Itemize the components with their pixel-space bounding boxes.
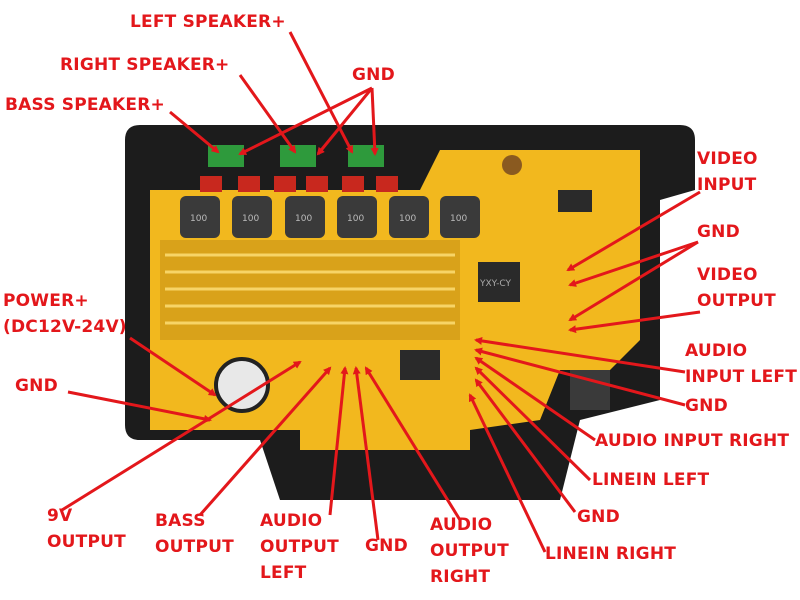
pointer-arrow bbox=[316, 87, 374, 156]
inductor-label: 100 bbox=[399, 214, 416, 224]
heatsink bbox=[160, 240, 460, 340]
pointer-arrow bbox=[328, 366, 349, 516]
pointer-arrow bbox=[238, 86, 373, 156]
inductor bbox=[337, 196, 377, 238]
pointer-arrow bbox=[568, 310, 701, 334]
pointer-arrow bbox=[474, 378, 577, 513]
inductor-label: 100 bbox=[347, 214, 364, 224]
label-audio-input-right: AUDIO INPUT RIGHT bbox=[595, 431, 790, 451]
label-gnd-bottom: GND bbox=[365, 536, 408, 556]
label-gnd-audio-in: GND bbox=[685, 396, 728, 416]
pointer-arrow bbox=[474, 366, 592, 482]
electrolytic-capacitor bbox=[214, 357, 270, 413]
inductor bbox=[440, 196, 480, 238]
pointer-arrow bbox=[568, 240, 699, 322]
main-chip bbox=[478, 262, 520, 302]
label-gnd-left: GND bbox=[15, 376, 58, 396]
pointer-arrow bbox=[238, 74, 297, 154]
pointer-arrow bbox=[67, 390, 212, 423]
pointer-arrow bbox=[566, 190, 701, 272]
label-gnd-top: GND bbox=[352, 65, 395, 85]
label-bass-speaker: BASS SPEAKER+ bbox=[5, 95, 165, 115]
chip-label: YXY-CY bbox=[479, 279, 511, 289]
inductor bbox=[180, 196, 220, 238]
pointer-arrow bbox=[61, 360, 302, 512]
capacitors-red bbox=[200, 176, 398, 192]
pointer-arrow bbox=[129, 336, 217, 397]
pointer-arrow bbox=[474, 336, 686, 374]
pointer-arrow bbox=[370, 87, 379, 156]
pointer-arrow bbox=[288, 31, 354, 154]
label-power: POWER+(DC12V-24V) bbox=[3, 291, 127, 337]
pointer-arrow bbox=[169, 110, 220, 154]
inductor bbox=[389, 196, 429, 238]
label-right-speaker: RIGHT SPEAKER+ bbox=[60, 55, 230, 75]
pointer-arrow bbox=[468, 393, 547, 553]
inductor-label: 100 bbox=[190, 214, 207, 224]
label-linein-right: LINEIN RIGHT bbox=[545, 544, 677, 564]
label-linein-left: LINEIN LEFT bbox=[592, 470, 710, 490]
inductor-label: 100 bbox=[295, 214, 312, 224]
inductor bbox=[285, 196, 325, 238]
inductor-label: 100 bbox=[450, 214, 467, 224]
inductor-label: 100 bbox=[242, 214, 259, 224]
label-gnd-linein: GND bbox=[577, 507, 620, 527]
speaker-terminals bbox=[208, 145, 384, 167]
pointer-arrow bbox=[198, 366, 332, 516]
pointer-arrow bbox=[568, 240, 699, 287]
pointer-arrow bbox=[352, 366, 380, 541]
pointer-arrow bbox=[474, 347, 686, 407]
label-left-speaker: LEFT SPEAKER+ bbox=[130, 12, 286, 32]
label-gnd-video: GND bbox=[697, 222, 740, 242]
pointer-arrow bbox=[364, 366, 462, 521]
pointer-arrow bbox=[474, 356, 596, 442]
inductor bbox=[232, 196, 272, 238]
